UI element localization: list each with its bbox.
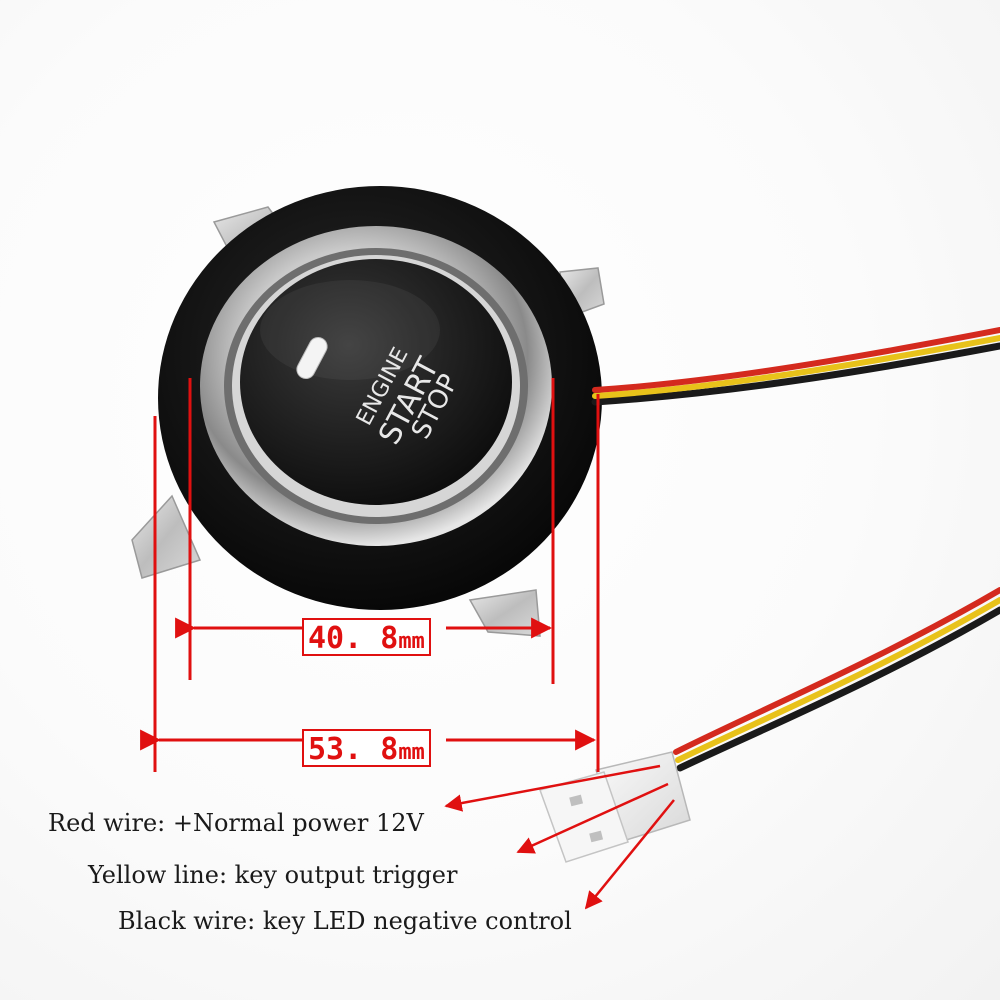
yellow-wire-caption: Yellow line: key output trigger [88,861,458,889]
start-stop-button[interactable] [240,259,512,505]
inner-diameter-label: 40. 8mm [302,618,431,656]
red-wire-arrow [444,764,661,812]
dimension-lines [140,378,600,772]
yellow-wire-arrow [516,782,669,854]
inner-diameter-unit: mm [398,629,425,654]
outer-diameter-label: 53. 8mm [302,729,431,767]
outer-diameter-unit: mm [398,740,425,765]
inner-diameter-value: 40. 8 [308,621,399,656]
red-wire-caption: Red wire: +Normal power 12V [48,809,424,837]
callout-arrows [444,764,675,910]
wire-bundle-upper [591,327,1000,406]
black-wire-arrow [584,799,675,910]
wire-bundle-lower [673,587,1000,772]
led-indicator-icon [296,337,328,379]
outer-diameter-value: 53. 8 [308,732,399,767]
black-wire-caption: Black wire: key LED negative control [118,907,572,935]
